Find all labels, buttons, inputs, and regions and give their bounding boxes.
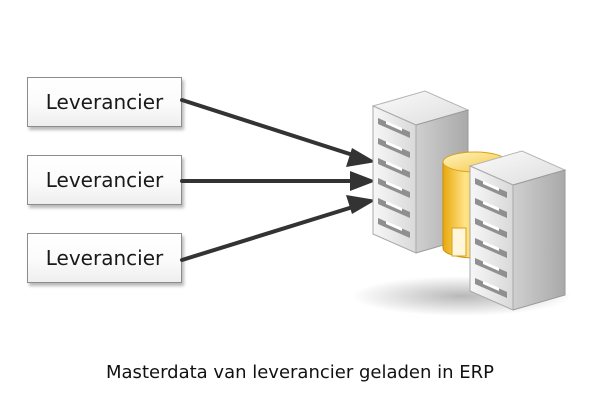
supplier-label: Leverancier <box>45 90 164 114</box>
supplier-box: Leverancier <box>27 77 182 127</box>
supplier-label: Leverancier <box>45 246 164 270</box>
supplier-box: Leverancier <box>27 155 182 205</box>
server-back-icon <box>371 90 470 254</box>
diagram-caption: Masterdata van leverancier geladen in ER… <box>106 362 494 383</box>
supplier-box: Leverancier <box>27 233 182 283</box>
arrow-2 <box>180 171 376 191</box>
erp-server-database-icon <box>352 90 572 316</box>
arrow-3 <box>180 195 376 262</box>
supplier-label: Leverancier <box>45 168 164 192</box>
arrows <box>180 98 376 262</box>
server-front-icon <box>468 150 567 311</box>
arrow-1 <box>180 98 376 167</box>
